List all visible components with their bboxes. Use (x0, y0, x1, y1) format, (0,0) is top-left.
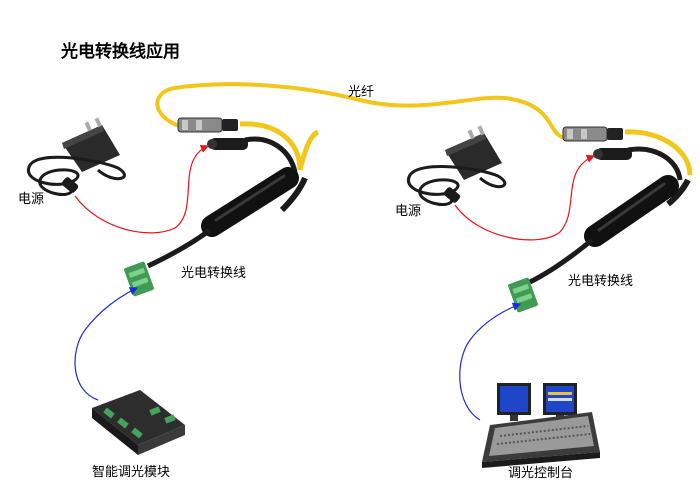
power-adapter-right (406, 125, 507, 206)
lighting-console-device (482, 383, 600, 468)
converter-label-right: 光电转换线 (568, 274, 634, 289)
converter-body-right (584, 175, 679, 247)
dimmer-module-device (92, 390, 185, 455)
fiber-cable (155, 82, 572, 141)
console-label: 调光控制台 (508, 466, 574, 481)
dimmer-module-label: 智能调光模块 (92, 465, 171, 480)
power-label-left: 电源 (18, 192, 45, 207)
diagram-title: 光电转换线应用 (61, 42, 180, 62)
power-adapter-left (26, 117, 126, 196)
fiber-label: 光纤 (348, 85, 375, 100)
converter-cable-left (124, 117, 320, 297)
power-wire-left (74, 144, 210, 234)
power-wire-right (454, 154, 596, 241)
converter-body-left (201, 167, 299, 237)
data-wire-left (74, 287, 139, 401)
data-wire-right (459, 302, 522, 421)
converter-cable-right (508, 126, 693, 313)
dc-jack-right (596, 148, 632, 160)
dc-jack-left (210, 138, 248, 150)
converter-label-left: 光电转换线 (181, 266, 247, 281)
power-label-right: 电源 (395, 204, 422, 219)
